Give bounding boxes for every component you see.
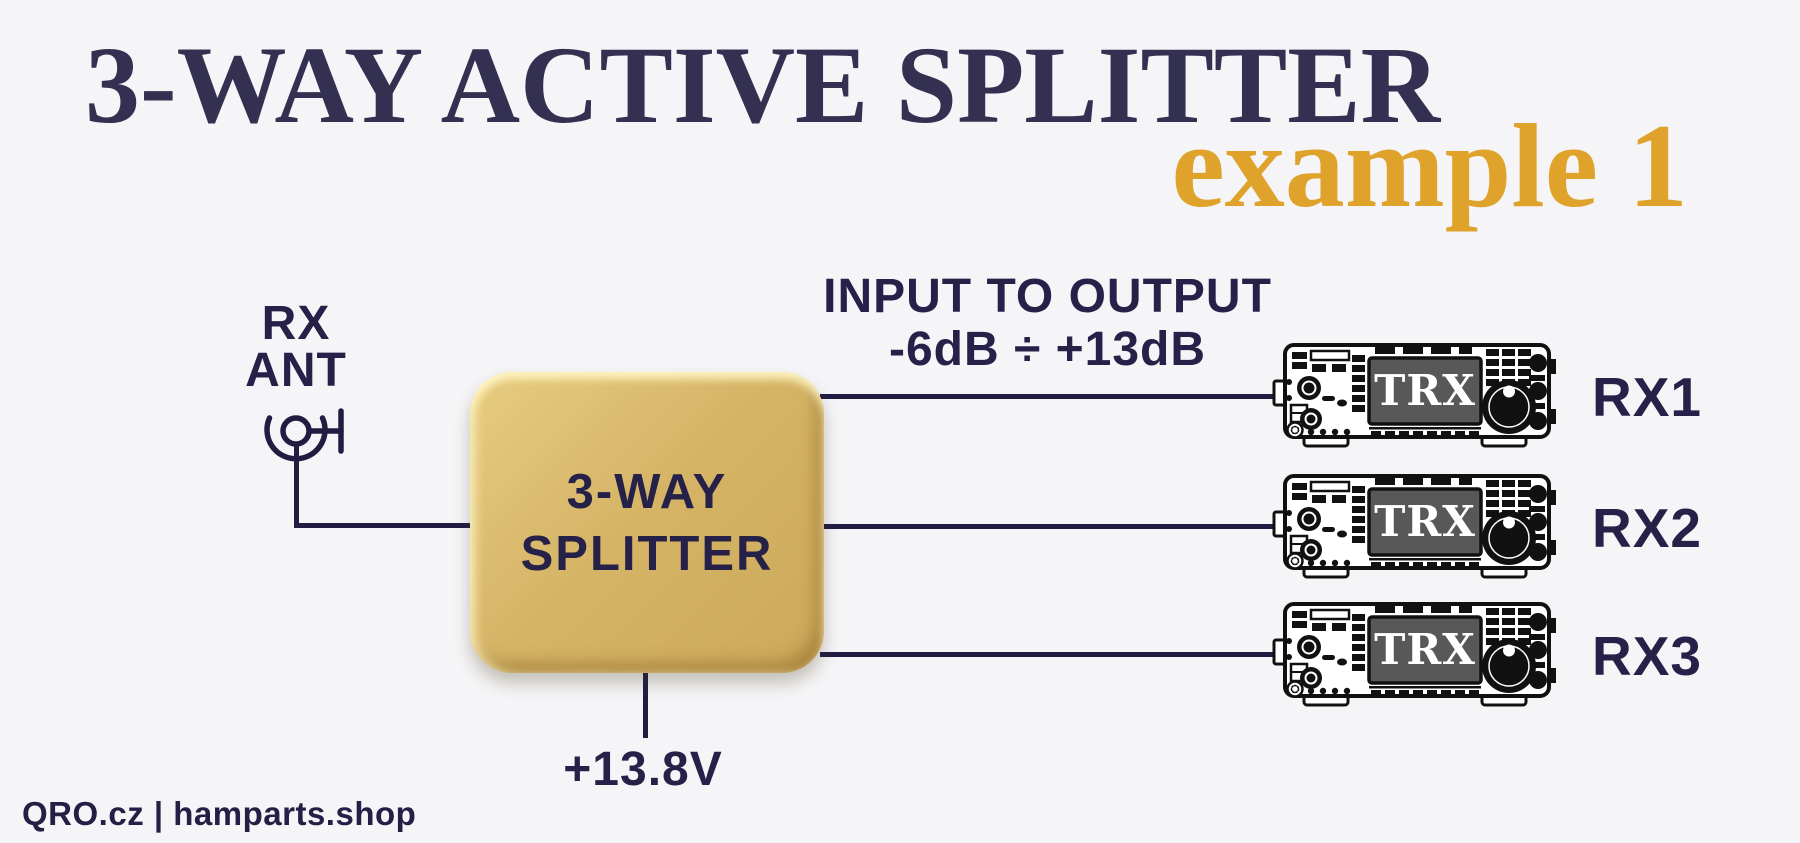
wire-power-feed: [643, 671, 648, 738]
splitter-label-line2: SPLITTER: [520, 526, 774, 581]
footer-credit: QRO.cz | hamparts.shop: [22, 795, 417, 832]
antenna-label-line1: RX: [261, 297, 331, 350]
antenna-label: RX ANT: [196, 297, 396, 397]
gain-note-line1: INPUT TO OUTPUT: [823, 270, 1272, 323]
antenna-label-line2: ANT: [245, 344, 347, 397]
transceiver-screen-text: TRX: [1374, 625, 1476, 674]
gain-note: INPUT TO OUTPUT -6dB ÷ +13dB: [780, 270, 1315, 376]
receiver-label-rx1: RX1: [1592, 366, 1702, 428]
page-subtitle: example 1: [1171, 99, 1688, 232]
transceiver-icon-rx1: TRX: [1272, 343, 1558, 448]
transceiver-screen-text: TRX: [1374, 366, 1476, 415]
receiver-label-rx3: RX3: [1592, 625, 1702, 687]
power-label: +13.8V: [563, 743, 723, 796]
splitter-label-line1: 3-WAY: [566, 464, 728, 519]
gain-note-line2: -6dB ÷ +13dB: [888, 323, 1207, 376]
wire-output-2: [820, 524, 1280, 529]
transceiver-icon-rx3: TRX: [1272, 602, 1558, 707]
wire-antenna-drop: [294, 444, 299, 528]
wire-output-3: [820, 652, 1280, 657]
transceiver-screen-text: TRX: [1374, 497, 1476, 546]
page-title: 3-WAY ACTIVE SPLITTER: [85, 24, 1441, 146]
wire-output-1: [820, 394, 1280, 399]
receiver-label-rx2: RX2: [1592, 497, 1702, 559]
wire-input: [294, 523, 472, 528]
transceiver-icon-rx2: TRX: [1272, 474, 1558, 579]
splitter-box: 3-WAY SPLITTER: [470, 372, 824, 673]
